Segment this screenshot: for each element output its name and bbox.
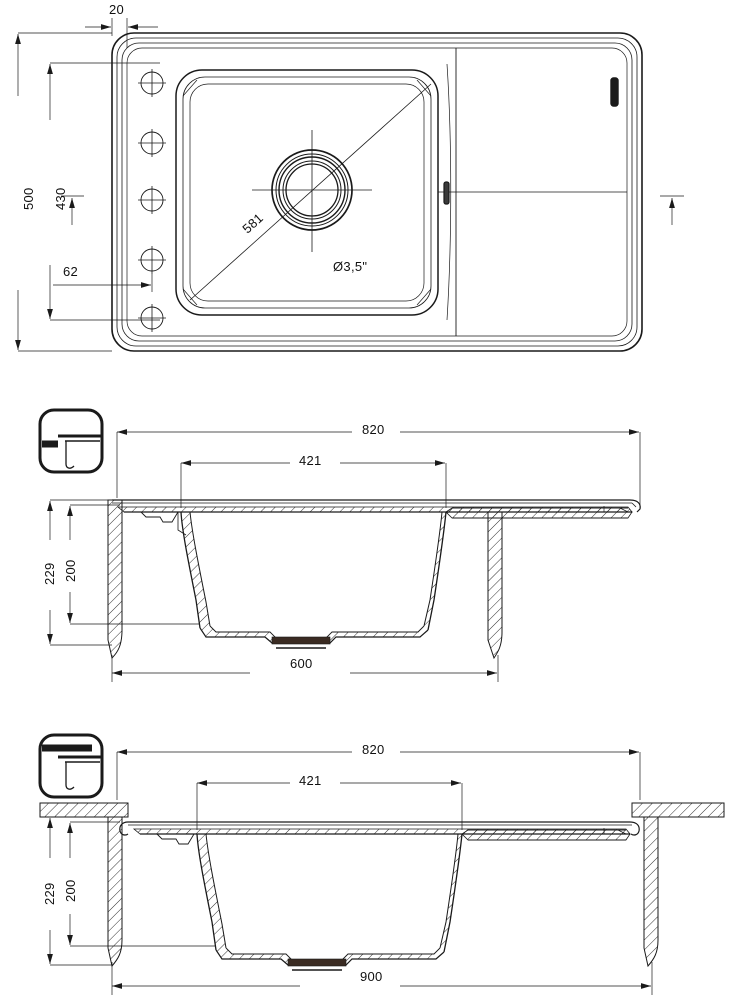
dim-overall-width-500: 500 — [21, 187, 36, 210]
dim-mid-overall-depth-229: 229 — [42, 562, 57, 585]
dim-bot-overall-length-820: 820 — [362, 742, 385, 757]
section-flush-mount-geometry — [38, 733, 725, 971]
top-view-dimensions — [15, 18, 684, 352]
top-view-geometry — [111, 32, 643, 352]
dim-bot-cutout-900: 900 — [360, 969, 383, 984]
dim-drain-diameter: Ø3,5" — [333, 259, 368, 274]
dim-bot-bowl-offset-421: 421 — [299, 773, 322, 788]
section-top-mount-dimensions — [47, 429, 641, 682]
dim-mid-cutout-600: 600 — [290, 656, 313, 671]
dim-inner-width-430: 430 — [53, 187, 68, 210]
tap-hole-knockouts — [138, 69, 166, 332]
dim-mid-overall-length-820: 820 — [362, 422, 385, 437]
dim-rim-width-20: 20 — [109, 2, 125, 17]
section-top-mount-geometry — [38, 408, 641, 660]
dim-bot-overall-depth-229: 229 — [42, 882, 57, 905]
dim-edge-offset-62: 62 — [63, 264, 79, 279]
section-flush-mount-dimensions — [47, 749, 653, 995]
dim-mid-bowl-offset-421: 421 — [299, 453, 322, 468]
dim-bot-bowl-depth-200: 200 — [63, 879, 78, 902]
dim-mid-bowl-depth-200: 200 — [63, 559, 78, 582]
